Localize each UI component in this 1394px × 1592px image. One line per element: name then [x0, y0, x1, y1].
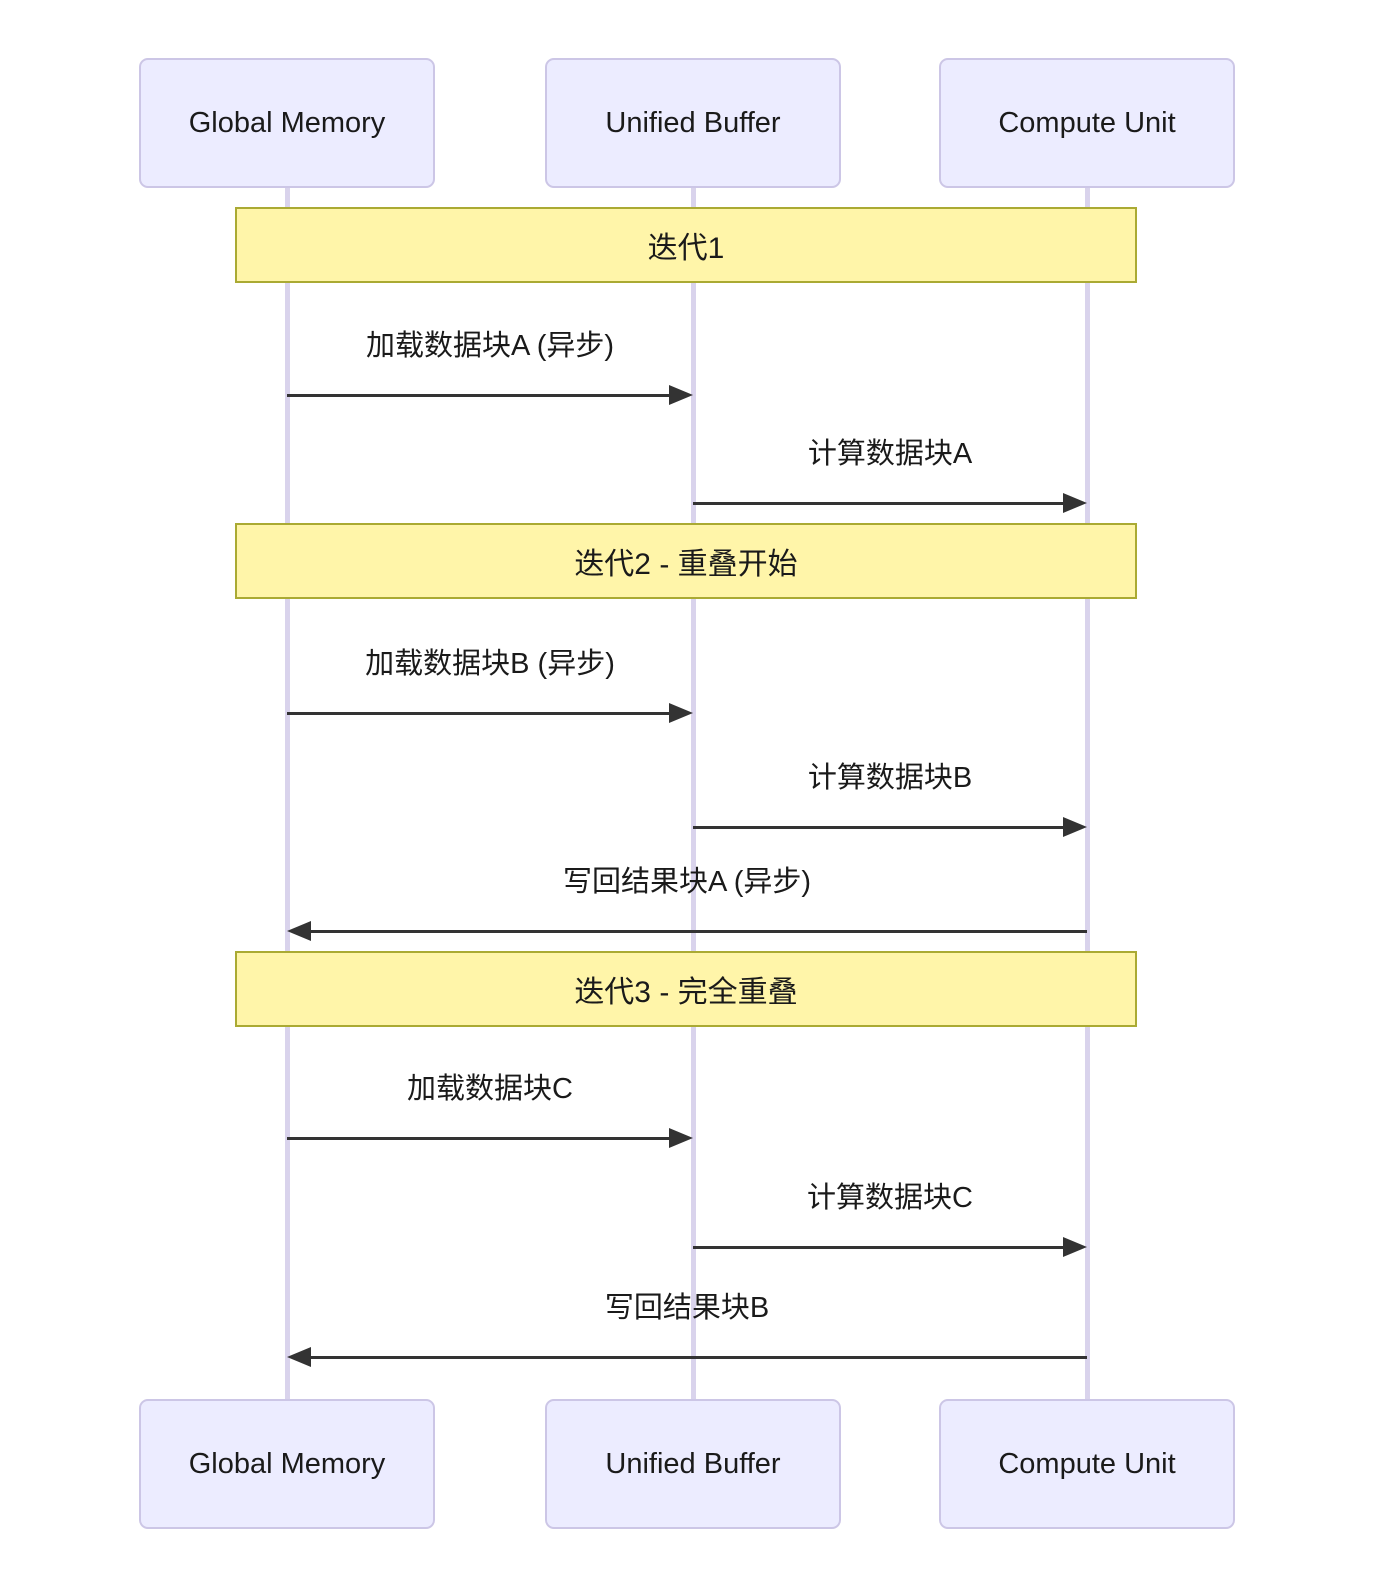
- message-label: 加载数据块C: [407, 1073, 573, 1105]
- message-arrowhead: [1063, 493, 1087, 513]
- participant-box-global-memory-bottom: Global Memory: [139, 1399, 435, 1529]
- message-label: 加载数据块B (异步): [365, 648, 615, 680]
- section-title: 迭代3 - 完全重叠: [574, 976, 798, 1009]
- message-label: 写回结果块B: [604, 1292, 770, 1324]
- participant-label: Unified Buffer: [605, 1447, 781, 1480]
- lifeline-compute-unit: [1085, 188, 1090, 1399]
- participant-box-unified-buffer-bottom: Unified Buffer: [545, 1399, 841, 1529]
- section-title: 迭代2 - 重叠开始: [574, 548, 798, 581]
- message-label: 加载数据块A (异步): [365, 330, 615, 362]
- message-line: [287, 394, 673, 397]
- message-arrowhead: [669, 1128, 693, 1148]
- participant-label: Global Memory: [188, 106, 386, 139]
- section-band-2: 迭代2 - 重叠开始: [235, 523, 1137, 599]
- message-line: [693, 1246, 1067, 1249]
- section-title: 迭代1: [647, 232, 725, 265]
- participant-label: Compute Unit: [998, 106, 1176, 139]
- message-label: 计算数据块C: [807, 1182, 973, 1214]
- participant-box-compute-unit-bottom: Compute Unit: [939, 1399, 1235, 1529]
- message-line: [693, 502, 1067, 505]
- message-arrowhead: [1063, 817, 1087, 837]
- message-line: [307, 1356, 1087, 1359]
- message-label: 计算数据块B: [807, 762, 973, 794]
- participant-label: Compute Unit: [998, 1447, 1176, 1480]
- message-arrowhead: [287, 921, 311, 941]
- message-label: 计算数据块A: [807, 438, 973, 470]
- message-arrowhead: [669, 703, 693, 723]
- participant-box-unified-buffer-top: Unified Buffer: [545, 58, 841, 188]
- message-arrowhead: [287, 1347, 311, 1367]
- section-band-1: 迭代1: [235, 207, 1137, 283]
- message-line: [307, 930, 1087, 933]
- message-label: 写回结果块A (异步): [562, 866, 812, 898]
- lifeline-unified-buffer: [691, 188, 696, 1399]
- section-band-3: 迭代3 - 完全重叠: [235, 951, 1137, 1027]
- message-line: [693, 826, 1067, 829]
- lifeline-global-memory: [285, 188, 290, 1399]
- message-line: [287, 712, 673, 715]
- message-arrowhead: [1063, 1237, 1087, 1257]
- participant-box-global-memory-top: Global Memory: [139, 58, 435, 188]
- participant-label: Unified Buffer: [605, 106, 781, 139]
- message-arrowhead: [669, 385, 693, 405]
- message-line: [287, 1137, 673, 1140]
- participant-box-compute-unit-top: Compute Unit: [939, 58, 1235, 188]
- participant-label: Global Memory: [188, 1447, 386, 1480]
